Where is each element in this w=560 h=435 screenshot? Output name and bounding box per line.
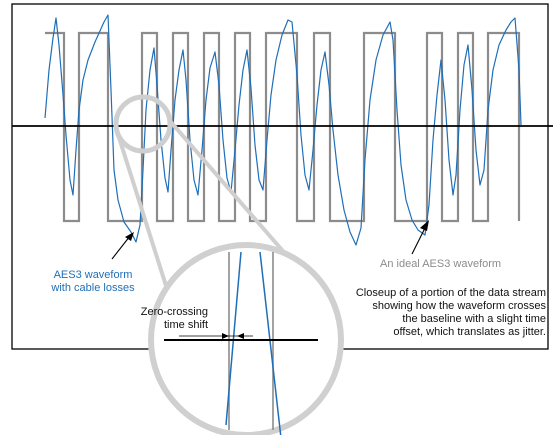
cable-waveform-label-line-2: with cable losses	[51, 282, 135, 294]
closeup-description-line-4: offset, which translates as jitter.	[393, 326, 546, 338]
magnifier-connector-left	[114, 127, 170, 293]
closeup-description: Closeup of a portion of the data stream …	[318, 287, 546, 339]
zero-crossing-label-line-2: time shift	[163, 319, 208, 331]
time-shift-arrow-right	[237, 333, 244, 339]
closeup-description-line-1: Closeup of a portion of the data stream	[355, 287, 546, 299]
time-shift-arrow-left	[222, 333, 229, 339]
closeup-content	[164, 251, 318, 435]
cable-waveform-label: AES3 waveform with cable losses	[38, 269, 148, 295]
cable-waveform-label-line-1: AES3 waveform	[53, 269, 133, 281]
closeup-description-line-3: the baseline with a slight time	[402, 313, 546, 325]
zero-crossing-label-line-1: Zero-crossing	[140, 306, 208, 318]
ideal-waveform-label: An ideal AES3 waveform	[380, 258, 502, 270]
closeup-cable-edge-right	[259, 251, 282, 435]
cable-loss-waveform	[44, 14, 522, 246]
closeup-cable-edge-left	[225, 251, 242, 426]
zero-crossing-label: Zero-crossing time shift	[108, 306, 208, 332]
closeup-description-line-2: showing how the waveform crosses	[372, 300, 546, 312]
ideal-waveform-arrow	[411, 220, 429, 255]
cable-waveform-arrow	[111, 232, 134, 260]
